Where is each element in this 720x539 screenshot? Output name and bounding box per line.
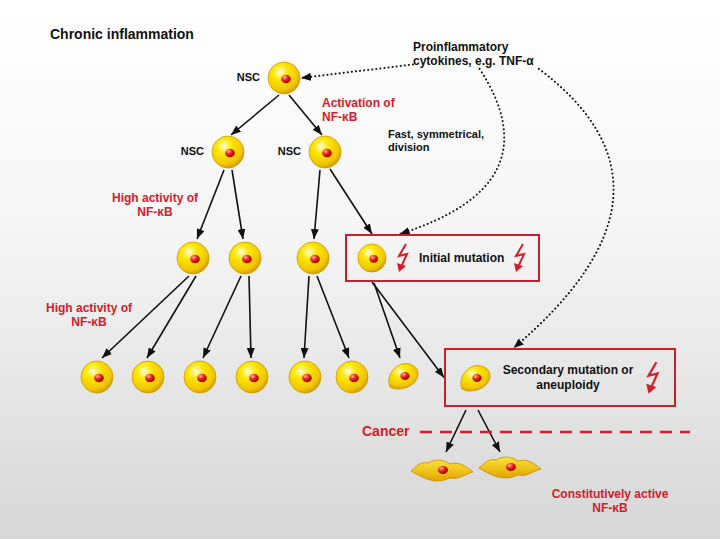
stem-cell-shape [268,62,300,94]
node-text: NSC [181,145,204,158]
cancer-cell [479,457,541,478]
annotation: High activity of NF-κB [44,301,134,330]
lightning-symbol [395,243,411,273]
stage-label: Cancer [362,423,409,440]
division-arrow [232,170,243,239]
cytokine-influence-arrow [301,64,413,78]
stem-cell [236,361,268,393]
stem-cell [229,242,261,274]
mutated-cell [357,243,387,273]
stem-cell-shape [309,136,341,168]
stem-cell [184,361,216,393]
division-arrow [197,170,224,239]
mutated-cell-shape [358,244,386,272]
stem-cell-node: NSC [278,135,342,169]
stem-cell-node: NSC [237,61,301,95]
stem-cell [308,135,342,169]
cancer-threshold-line [420,431,690,434]
stem-cell [297,242,329,274]
division-arrow [374,283,400,358]
division-arrow [372,282,444,378]
annotation: Fast, symmetrical, division [388,128,506,154]
division-arrow [330,169,372,234]
lightning-symbol-shape [514,244,524,272]
stem-cell [336,361,368,393]
lightning-symbol-shape [646,362,657,394]
deformed-cell [458,363,492,393]
stem-cell [289,361,321,393]
lightning-symbol [512,243,528,273]
diagram-title: Chronic inflammation [50,26,194,43]
deformed-cell [389,364,418,389]
node-text: Secondary mutation or aneuploidy [502,363,634,392]
division-arrow [102,276,189,358]
annotation: High activity of NF-κB [110,191,200,220]
division-arrow [304,276,309,358]
annotation: Constitutively active NF-κB [540,487,680,516]
division-arrow [314,170,320,239]
deformed-cell-shape [461,365,490,390]
lightning-symbol [644,361,662,395]
cytokine-source: Proinflammatory cytokines, e.g. TNF-α [413,40,561,69]
division-arrow [317,276,349,358]
stem-cell [132,361,164,393]
stem-cell [267,61,301,95]
stem-cell [211,135,245,169]
node-text: Initial mutation [419,251,504,265]
lightning-symbol-shape [397,244,407,272]
division-arrows [102,170,500,452]
division-arrow [231,95,279,135]
division-arrow [147,276,196,358]
node-text: Proinflammatory cytokines, e.g. TNF-α [413,40,561,69]
division-arrow [203,276,241,358]
mutation-box: Initial mutation [345,234,540,282]
mutation-box: Secondary mutation or aneuploidy [444,348,676,407]
division-arrow [289,95,322,135]
cells [81,242,541,481]
stem-cell [81,361,113,393]
node-text: NSC [278,145,301,158]
stem-cell-shape [212,136,244,168]
node-text: NSC [237,71,260,84]
cancer-cell [411,460,473,481]
cytokine-influence-arrow [514,69,614,348]
division-arrow [249,276,251,358]
annotation: Activation of NF-κB [322,96,396,125]
stem-cell-node: NSC [181,135,245,169]
stem-cell [177,242,209,274]
